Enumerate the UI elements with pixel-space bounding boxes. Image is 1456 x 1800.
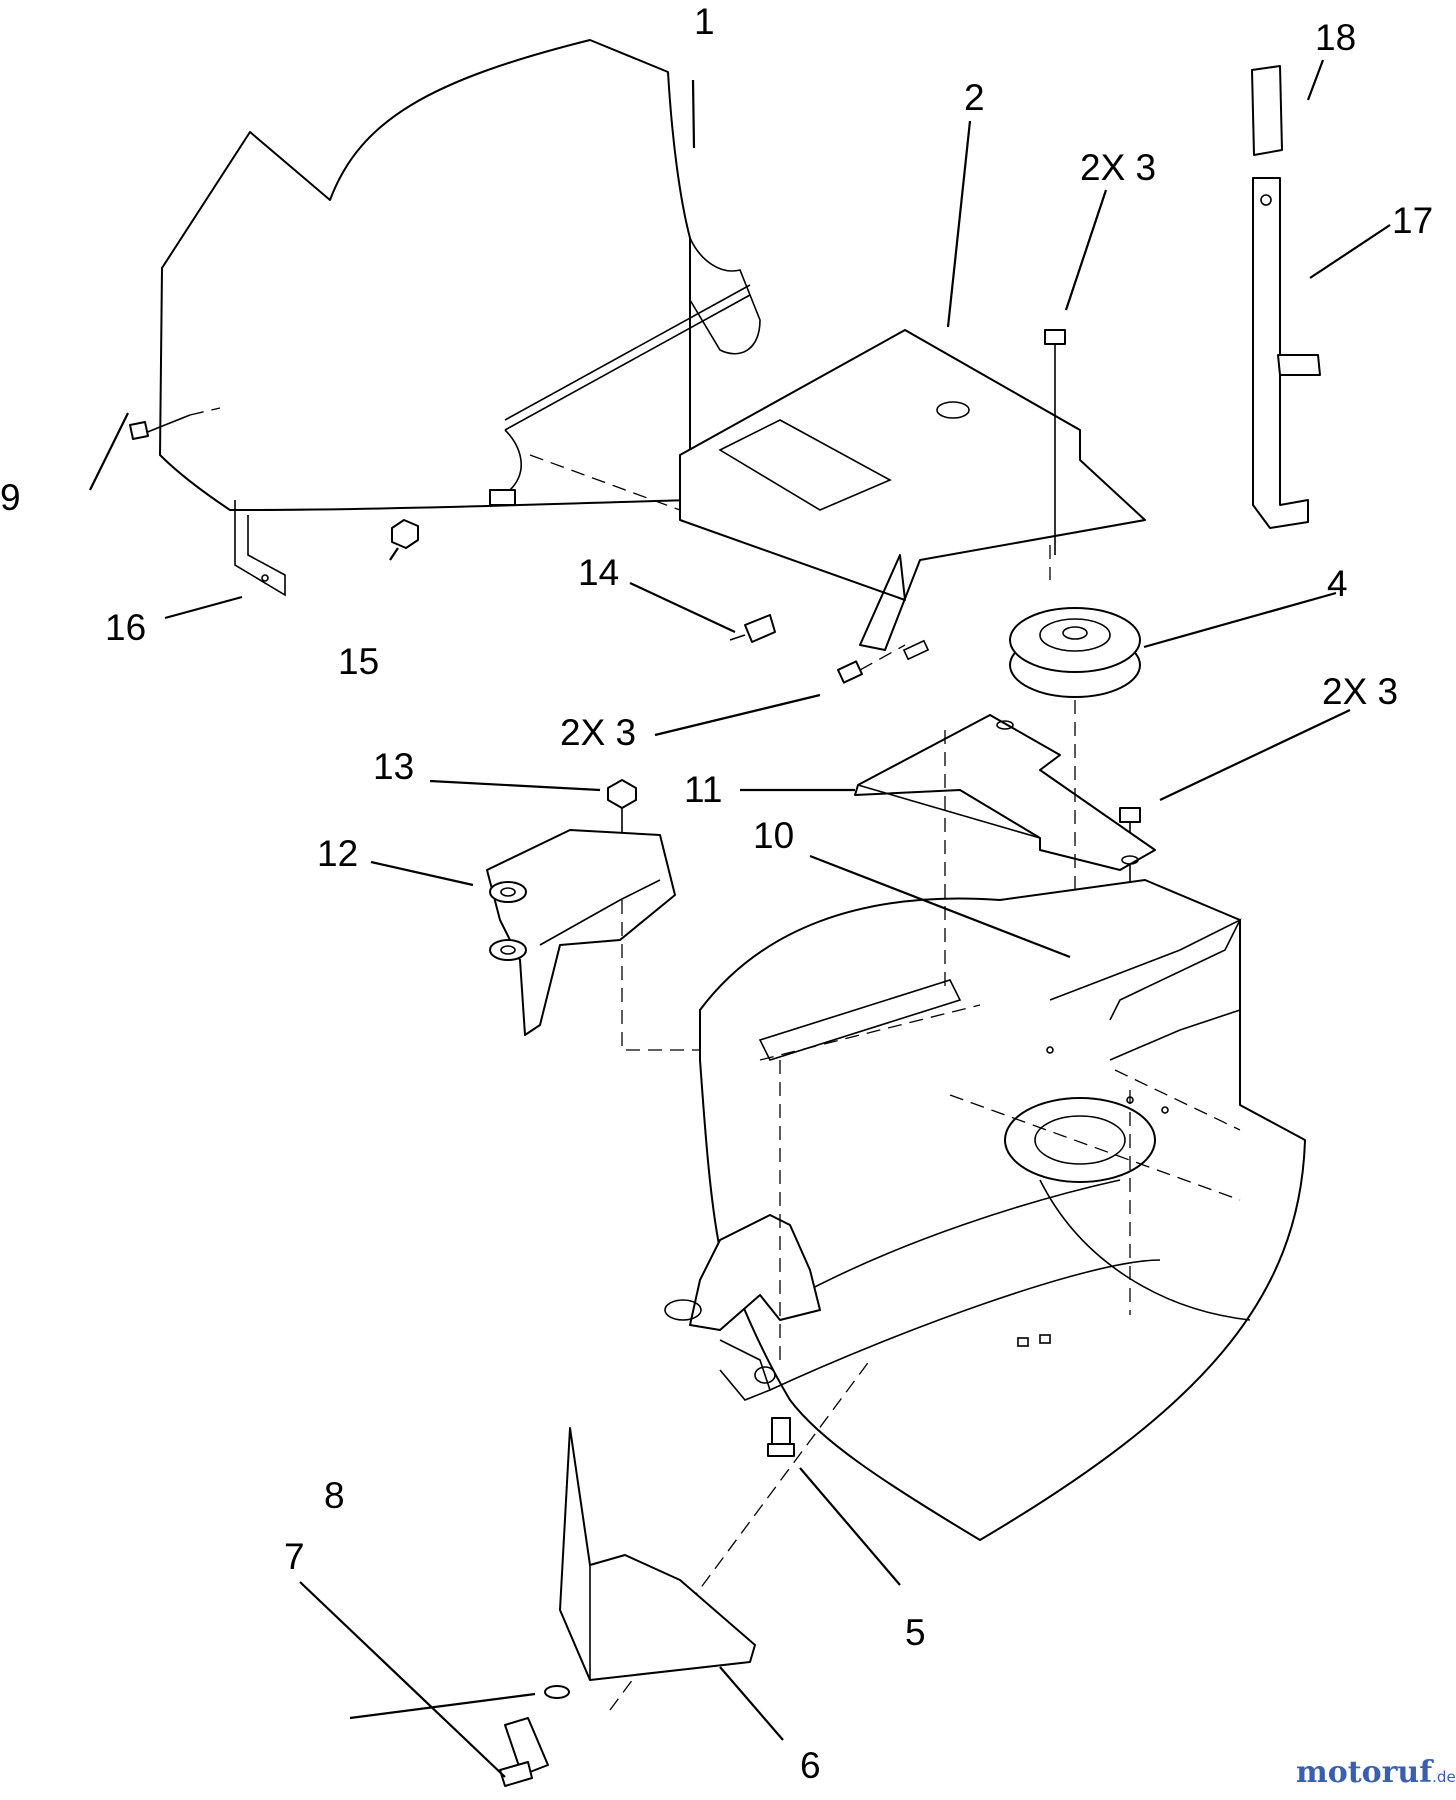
part-1-chute-deflector [139,39,761,597]
leader-lines [89,59,1391,1778]
part-14-bolt [729,614,776,643]
part-12-bracket [486,829,700,1051]
part-5-bolt [767,1417,795,1457]
callout-3-top: 2X 3 [1080,147,1156,188]
watermark-logo: motoruf.de [1296,1755,1456,1790]
part-11-idler-plate [854,714,1156,871]
part-2-belt-cover [679,329,1146,661]
callout-3-middle: 2X 3 [560,712,636,753]
part-4-pulley [1009,607,1141,698]
callout-7: 7 [284,1536,305,1577]
callout-11: 11 [684,769,722,810]
part-13-nut [607,779,637,900]
callout-5: 5 [905,1612,926,1653]
callout-3-right: 2X 3 [1322,671,1398,712]
watermark-brand: motoruf [1296,1755,1434,1790]
callout-2: 2 [964,77,985,118]
callout-6: 6 [800,1745,821,1786]
callout-1: 1 [694,1,715,42]
callout-12: 12 [317,833,358,874]
svg-text:motoruf.de: motoruf.de [1296,1755,1456,1790]
callout-18: 18 [1315,17,1356,58]
part-8-washer [544,1685,570,1699]
part-18-tag [1251,65,1283,156]
callout-labels: 1 2 2X 3 2X 3 2X 3 4 5 6 7 8 9 10 11 12 … [0,1,1433,1786]
part-15-nut [391,519,419,549]
callout-15: 15 [338,641,379,682]
part-17-rod [1252,177,1321,529]
mower-housing [609,700,1306,1711]
part-3-screw-middle [836,644,906,684]
callout-14: 14 [578,552,619,593]
part-3-screw-top [1044,329,1066,555]
callout-4: 4 [1327,563,1348,604]
callout-13: 13 [373,746,414,787]
callout-10: 10 [753,815,794,856]
watermark-suffix: .de [1432,1768,1456,1786]
part-7-bolt [499,1717,549,1787]
callout-8: 8 [324,1475,345,1516]
callout-9: 9 [0,477,21,518]
part-6-rear-guard [559,1427,756,1681]
part-9-pin [129,421,149,440]
callout-16: 16 [105,607,146,648]
callout-17: 17 [1392,200,1433,241]
